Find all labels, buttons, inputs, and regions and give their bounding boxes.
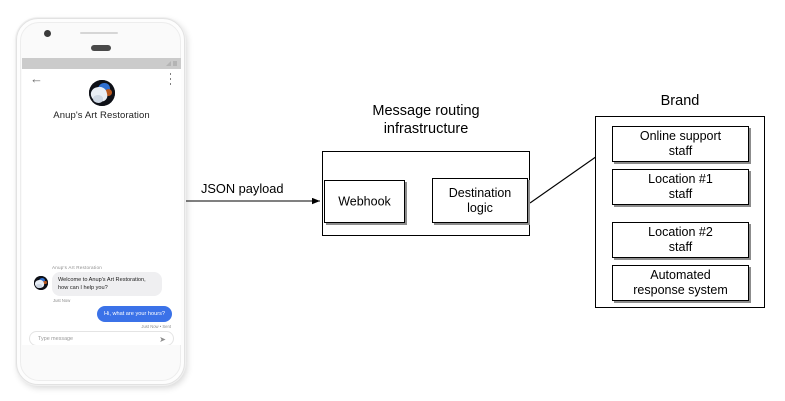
message-input[interactable]: Type message ➤ [29, 331, 174, 345]
battery-icon [173, 61, 177, 66]
node-location-1-staff-label: Location #1 staff [648, 172, 713, 201]
outgoing-message-bubble: Hi, what are your hours? [97, 306, 172, 322]
back-arrow-icon[interactable]: ← [30, 71, 43, 86]
avatar-artwork [34, 276, 48, 290]
send-icon[interactable]: ➤ [159, 335, 166, 344]
node-webhook[interactable]: Webhook [324, 180, 405, 223]
infrastructure-title: Message routing infrastructure [372, 103, 480, 137]
brand-title: Brand [660, 93, 700, 109]
phone-earpiece-icon [91, 45, 111, 51]
kebab-menu-icon[interactable] [169, 73, 172, 85]
node-location-1-staff[interactable]: Location #1 staff [612, 169, 749, 205]
phone-mockup: ← Anup's Art Restoration Anup's Art Rest… [16, 18, 185, 385]
edge-label-json-payload: JSON payload [201, 181, 284, 196]
phone-screen: ← Anup's Art Restoration Anup's Art Rest… [22, 58, 181, 345]
incoming-message-timestamp: Just Now [53, 298, 71, 303]
node-automated-response-system[interactable]: Automated response system [612, 265, 749, 301]
status-bar [22, 58, 181, 69]
signal-triangle-icon [166, 61, 171, 66]
message-avatar [34, 276, 48, 290]
business-avatar-icon [88, 80, 115, 106]
avatar-artwork [88, 80, 115, 106]
message-input-placeholder: Type message [38, 336, 74, 342]
incoming-message-bubble: Welcome to Anup's Art Restoration, how c… [52, 272, 162, 296]
phone-camera-icon [44, 30, 51, 37]
node-destination-logic-label: Destination logic [448, 185, 512, 215]
node-location-2-staff[interactable]: Location #2 staff [612, 222, 749, 258]
node-online-support-staff[interactable]: Online support staff [612, 126, 749, 162]
node-destination-logic[interactable]: Destination logic [432, 178, 528, 223]
node-location-2-staff-label: Location #2 staff [648, 225, 713, 254]
node-online-support-staff-label: Online support staff [639, 129, 722, 158]
node-webhook-label: Webhook [338, 194, 391, 208]
status-bar-icons [166, 61, 177, 66]
chat-app-bar: ← [22, 69, 181, 91]
node-automated-response-system-label: Automated response system [633, 268, 728, 297]
message-sender-label: Anup's Art Restoration [52, 265, 102, 270]
phone-sensor-line [80, 32, 118, 34]
outgoing-message-timestamp: Just Now • Sent [141, 324, 171, 329]
business-name-heading: Anup's Art Restoration [53, 110, 150, 121]
